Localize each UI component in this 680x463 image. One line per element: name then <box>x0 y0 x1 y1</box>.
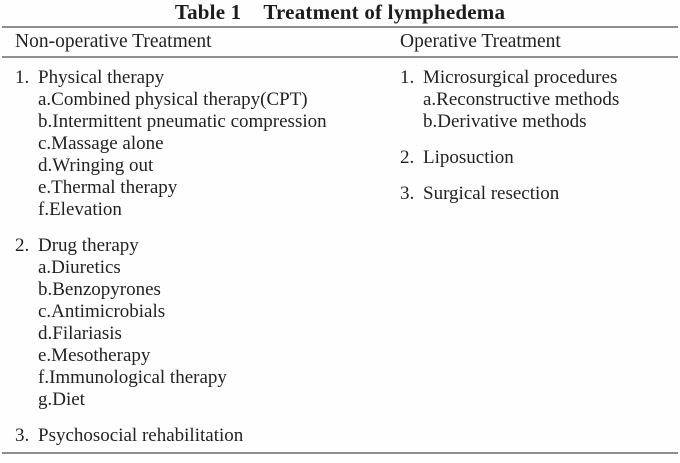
item-number: 2. <box>400 147 415 168</box>
treatment-subitem: a.Reconstructive methods <box>423 89 620 110</box>
treatment-group-microsurgical: 1. Microsurgical procedures a.Reconstruc… <box>400 67 678 133</box>
treatment-subitem: a.Combined physical therapy(CPT) <box>38 89 308 110</box>
treatment-subitem: a.Diuretics <box>38 257 121 278</box>
treatment-item: 3. Psychosocial rehabilitation <box>15 425 400 447</box>
item-number: 1. <box>15 67 30 88</box>
treatment-group-physical-therapy: 1. Physical therapy a.Combined physical … <box>15 67 400 221</box>
treatment-item: 3. Surgical resection <box>400 183 678 205</box>
column-header-non-operative: Non-operative Treatment <box>15 31 212 52</box>
treatment-subitem: d.Filariasis <box>38 323 122 344</box>
treatment-subitem: d.Wringing out <box>38 155 154 176</box>
treatment-group-psychosocial: 3. Psychosocial rehabilitation <box>15 425 400 447</box>
treatment-group-drug-therapy: 2. Drug therapy a.Diuretics b.Benzopyron… <box>15 235 400 411</box>
treatment-subitem: c.Antimicrobials <box>38 301 166 322</box>
treatment-group-liposuction: 2. Liposuction <box>400 147 678 169</box>
table-caption: Table 1 Treatment of lymphedema <box>0 0 680 26</box>
table-header-row: Non-operative Treatment Operative Treatm… <box>2 28 678 58</box>
item-label: Liposuction <box>423 147 514 168</box>
item-label: Microsurgical procedures <box>423 67 618 88</box>
treatment-subitem: e.Mesotherapy <box>38 345 151 366</box>
item-number: 1. <box>400 67 415 88</box>
item-number: 2. <box>15 235 30 256</box>
treatment-subitem: c.Massage alone <box>38 133 164 154</box>
treatment-item: 2. Liposuction <box>400 147 678 169</box>
treatment-subitem: e.Thermal therapy <box>38 177 178 198</box>
treatment-subitem: b.Intermittent pneumatic compression <box>38 111 327 132</box>
table-number: Table 1 <box>174 0 242 24</box>
item-label: Physical therapy <box>38 67 165 88</box>
treatment-subitem: f.Immunological therapy <box>38 367 227 388</box>
treatment-table: Non-operative Treatment Operative Treatm… <box>2 26 678 454</box>
treatment-group-surgical-resection: 3. Surgical resection <box>400 183 678 205</box>
treatment-item: 1. Microsurgical procedures <box>400 67 678 89</box>
item-number: 3. <box>400 183 415 204</box>
treatment-item: 2. Drug therapy <box>15 235 400 257</box>
treatment-item: 1. Physical therapy <box>15 67 400 89</box>
table-caption-text: Treatment of lymphedema <box>263 0 506 24</box>
treatment-subitem: g.Diet <box>38 389 85 410</box>
item-number: 3. <box>15 425 30 446</box>
column-header-operative: Operative Treatment <box>400 31 561 52</box>
treatment-subitem: f.Elevation <box>38 199 122 220</box>
table-body: 1. Physical therapy a.Combined physical … <box>2 58 678 452</box>
item-label: Psychosocial rehabilitation <box>38 425 244 446</box>
treatment-subitem: b.Derivative methods <box>423 111 587 132</box>
item-label: Drug therapy <box>38 235 139 256</box>
treatment-subitem: b.Benzopyrones <box>38 279 161 300</box>
column-operative: 1. Microsurgical procedures a.Reconstruc… <box>400 67 678 452</box>
column-non-operative: 1. Physical therapy a.Combined physical … <box>2 67 400 452</box>
item-label: Surgical resection <box>423 183 560 204</box>
